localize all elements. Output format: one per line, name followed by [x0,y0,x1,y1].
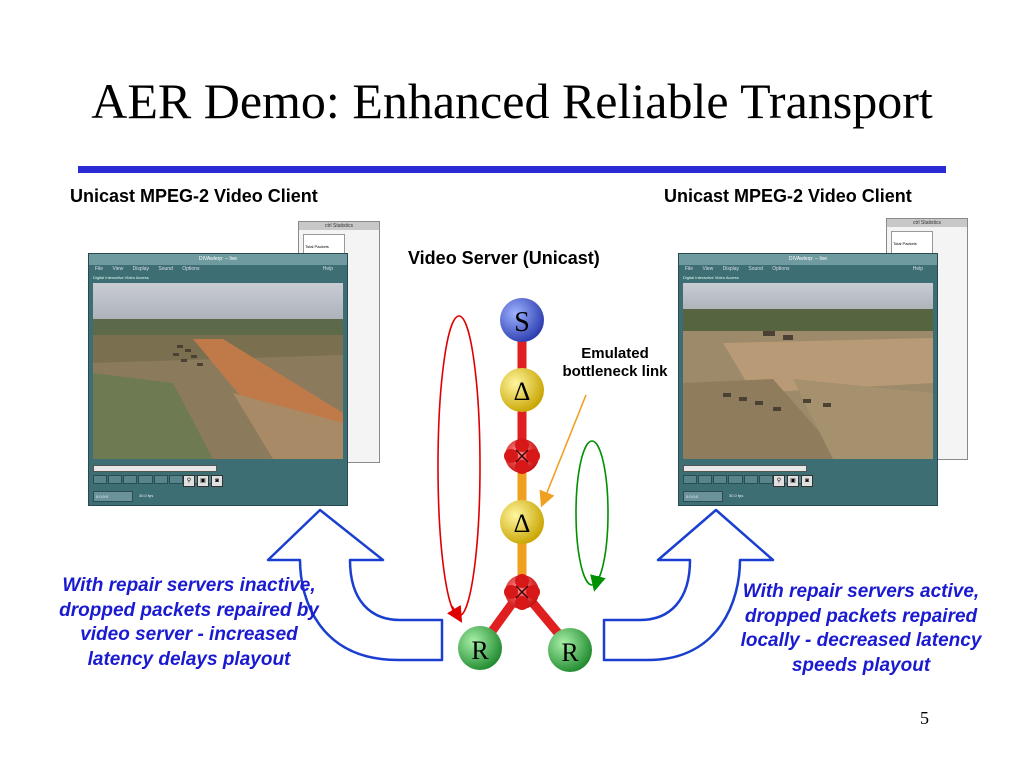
menu-bar: File View Display Sound Options Help [679,265,937,274]
stats-title: ctrl Statistics [887,219,967,227]
green-repair-loop [575,440,609,586]
transport-button[interactable] [93,475,108,484]
delta-node-lower: Δ [500,500,544,544]
player-controls: ⚲ ▣ ◙ 0:0:0:0 30.0 fps [93,463,343,503]
title-rule [78,166,946,173]
seek-bar[interactable] [683,465,807,472]
player-controls: ⚲ ▣ ◙ 0:0:0:0 30.0 fps [683,463,933,503]
camera-icon[interactable]: ◙ [801,475,813,487]
delta-node-label: Δ [514,509,531,538]
time-readout: 0:0:0:0 [93,491,133,502]
fps-readout: 30.0 fps [139,493,154,498]
menu-file[interactable]: File [685,266,694,272]
left-video-window[interactable]: DIVAwlerp: -- live File View Display Sou… [88,253,348,506]
transport-button[interactable] [743,475,758,484]
page-number: 5 [920,708,929,728]
transport-button[interactable] [698,475,713,484]
disk-icon[interactable]: ▣ [787,475,799,487]
right-client-caption: Unicast MPEG-2 Video Client [664,186,912,206]
transport-button[interactable] [758,475,773,484]
transport-button[interactable] [728,475,743,484]
green-repair-arrowhead [590,574,606,592]
transport-button[interactable] [123,475,138,484]
left-note: With repair servers inactive, dropped pa… [59,575,319,670]
window-title: DIVAwlerp: -- live [89,254,347,265]
window-title: DIVAwlerp: -- live [679,254,937,265]
camera-icon[interactable]: ◙ [211,475,223,487]
menu-display[interactable]: Display [132,266,149,272]
transport-button[interactable] [138,475,153,484]
menu-bar: File View Display Sound Options Help [89,265,347,274]
transport-button[interactable] [108,475,123,484]
menu-options[interactable]: Options [182,266,200,272]
right-note: With repair servers active, dropped pack… [740,581,982,676]
receiver-node-right: R [548,628,592,672]
right-curved-arrow [602,508,775,662]
menu-view[interactable]: View [702,266,714,272]
menu-options[interactable]: Options [772,266,790,272]
bottleneck-label: Emulated bottleneck link [562,345,668,380]
video-server-caption: Video Server (Unicast) [408,248,600,268]
time-readout: 0:0:0:0 [683,491,723,502]
router-node-lower [504,574,540,610]
source-node-label: S [514,307,530,338]
magnify-icon[interactable]: ⚲ [183,475,195,487]
delta-node-label: Δ [514,377,531,406]
transport-button[interactable] [713,475,728,484]
menu-help[interactable]: Help [322,266,333,272]
menu-file[interactable]: File [95,266,104,272]
transport-button[interactable] [168,475,183,484]
red-repair-loop [437,315,481,617]
window-subtitle: Digital Interactive Video Access [683,275,739,280]
slide-title: AER Demo: Enhanced Reliable Transport [91,73,933,129]
delta-node-upper: Δ [500,368,544,412]
receiver-node-label: R [561,638,579,667]
magnify-icon[interactable]: ⚲ [773,475,785,487]
video-frame [93,283,343,459]
menu-display[interactable]: Display [722,266,739,272]
video-frame [683,283,933,459]
stats-title: ctrl Statistics [299,222,379,230]
left-curved-arrow [266,508,444,662]
red-repair-arrowhead [447,605,463,623]
stats-label: Total Packets [305,244,329,249]
transport-button[interactable] [153,475,168,484]
router-node-upper [504,438,540,474]
fps-readout: 30.0 fps [729,493,744,498]
source-node: S [500,298,544,342]
disk-icon[interactable]: ▣ [197,475,209,487]
menu-view[interactable]: View [112,266,124,272]
bottleneck-pointer [539,394,587,508]
left-client-caption: Unicast MPEG-2 Video Client [70,186,318,206]
right-video-window[interactable]: DIVAwlerp: -- live File View Display Sou… [678,253,938,506]
receiver-node-left: R [458,626,502,670]
menu-help[interactable]: Help [912,266,923,272]
seek-bar[interactable] [93,465,217,472]
transport-button[interactable] [683,475,698,484]
window-subtitle: Digital Interactive Video Access [93,275,149,280]
menu-sound[interactable]: Sound [748,266,763,272]
stats-label: Total Packets [893,241,917,246]
receiver-node-label: R [471,636,489,665]
menu-sound[interactable]: Sound [158,266,173,272]
